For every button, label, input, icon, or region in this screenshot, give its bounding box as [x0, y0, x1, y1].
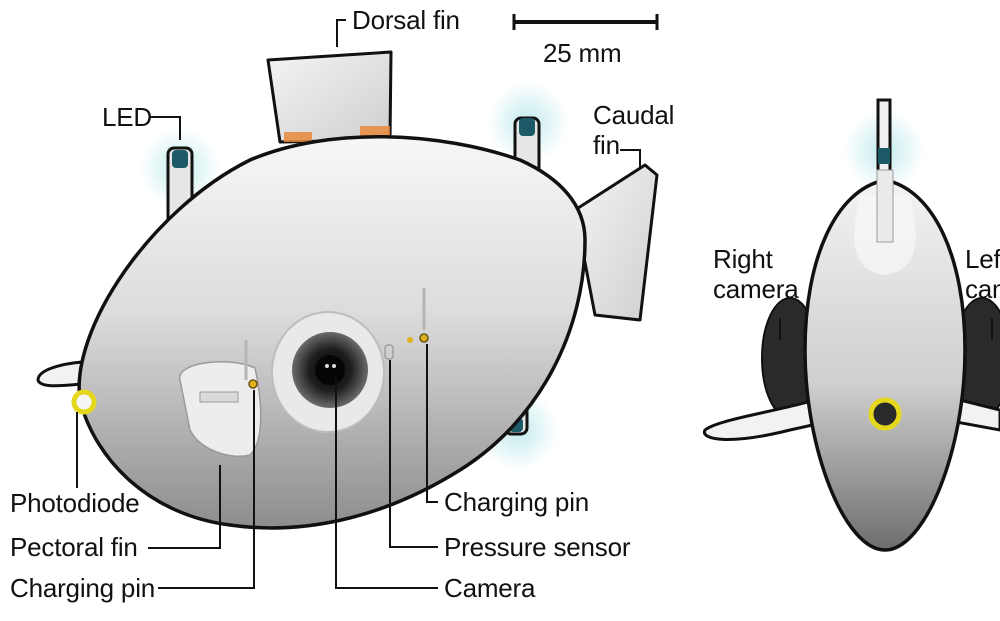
- front-view-fish: [703, 98, 1000, 552]
- camera-lens: [271, 311, 385, 433]
- leader-caudal-fin: [620, 149, 641, 168]
- front-body: [803, 178, 967, 552]
- leader-charging-pin-left: [158, 390, 255, 589]
- dorsal-fin-strip-left: [284, 132, 312, 142]
- leader-charging-pin-right: [426, 344, 438, 503]
- charging-pin-left: [248, 379, 258, 389]
- label-photodiode: Photodiode: [10, 488, 140, 518]
- label-charging-pin-left: Charging pin: [10, 573, 156, 603]
- pectoral-fin: [179, 361, 262, 457]
- label-dorsal-fin: Dorsal fin: [352, 5, 460, 35]
- leader-dorsal-fin: [336, 19, 346, 47]
- label-charging-pin-right: Charging pin: [444, 487, 590, 517]
- pressure-sensor-dot: [407, 337, 413, 343]
- leader-pectoral-fin: [148, 465, 221, 549]
- nose-fin-stub: [36, 360, 84, 388]
- label-scale-bar: 25 mm: [543, 38, 622, 68]
- charging-pin-right: [419, 333, 429, 343]
- label-caudal-fin: Caudal fin: [593, 100, 675, 160]
- label-camera: Camera: [444, 573, 536, 603]
- scale-bar: [512, 14, 659, 30]
- leader-pressure-sensor: [389, 360, 438, 548]
- pectoral-fin-slot: [199, 391, 239, 403]
- leader-camera: [335, 378, 438, 589]
- front-pectoral-fin-right: [703, 392, 837, 441]
- pressure-sensor: [384, 344, 394, 360]
- leader-led: [150, 116, 181, 140]
- leader-lines: [76, 19, 993, 589]
- label-right-camera: Right camera: [713, 244, 799, 304]
- front-dorsal-fin: [876, 98, 892, 182]
- label-pectoral-fin: Pectoral fin: [10, 532, 138, 562]
- dorsal-fin: [266, 50, 393, 144]
- front-photodiode: [868, 397, 902, 431]
- label-led: LED: [102, 102, 152, 132]
- photodiode: [71, 389, 97, 415]
- label-pressure-sensor: Pressure sensor: [444, 532, 631, 562]
- label-left-camera: Left camera: [965, 244, 1000, 304]
- caudal-fin: [573, 163, 659, 322]
